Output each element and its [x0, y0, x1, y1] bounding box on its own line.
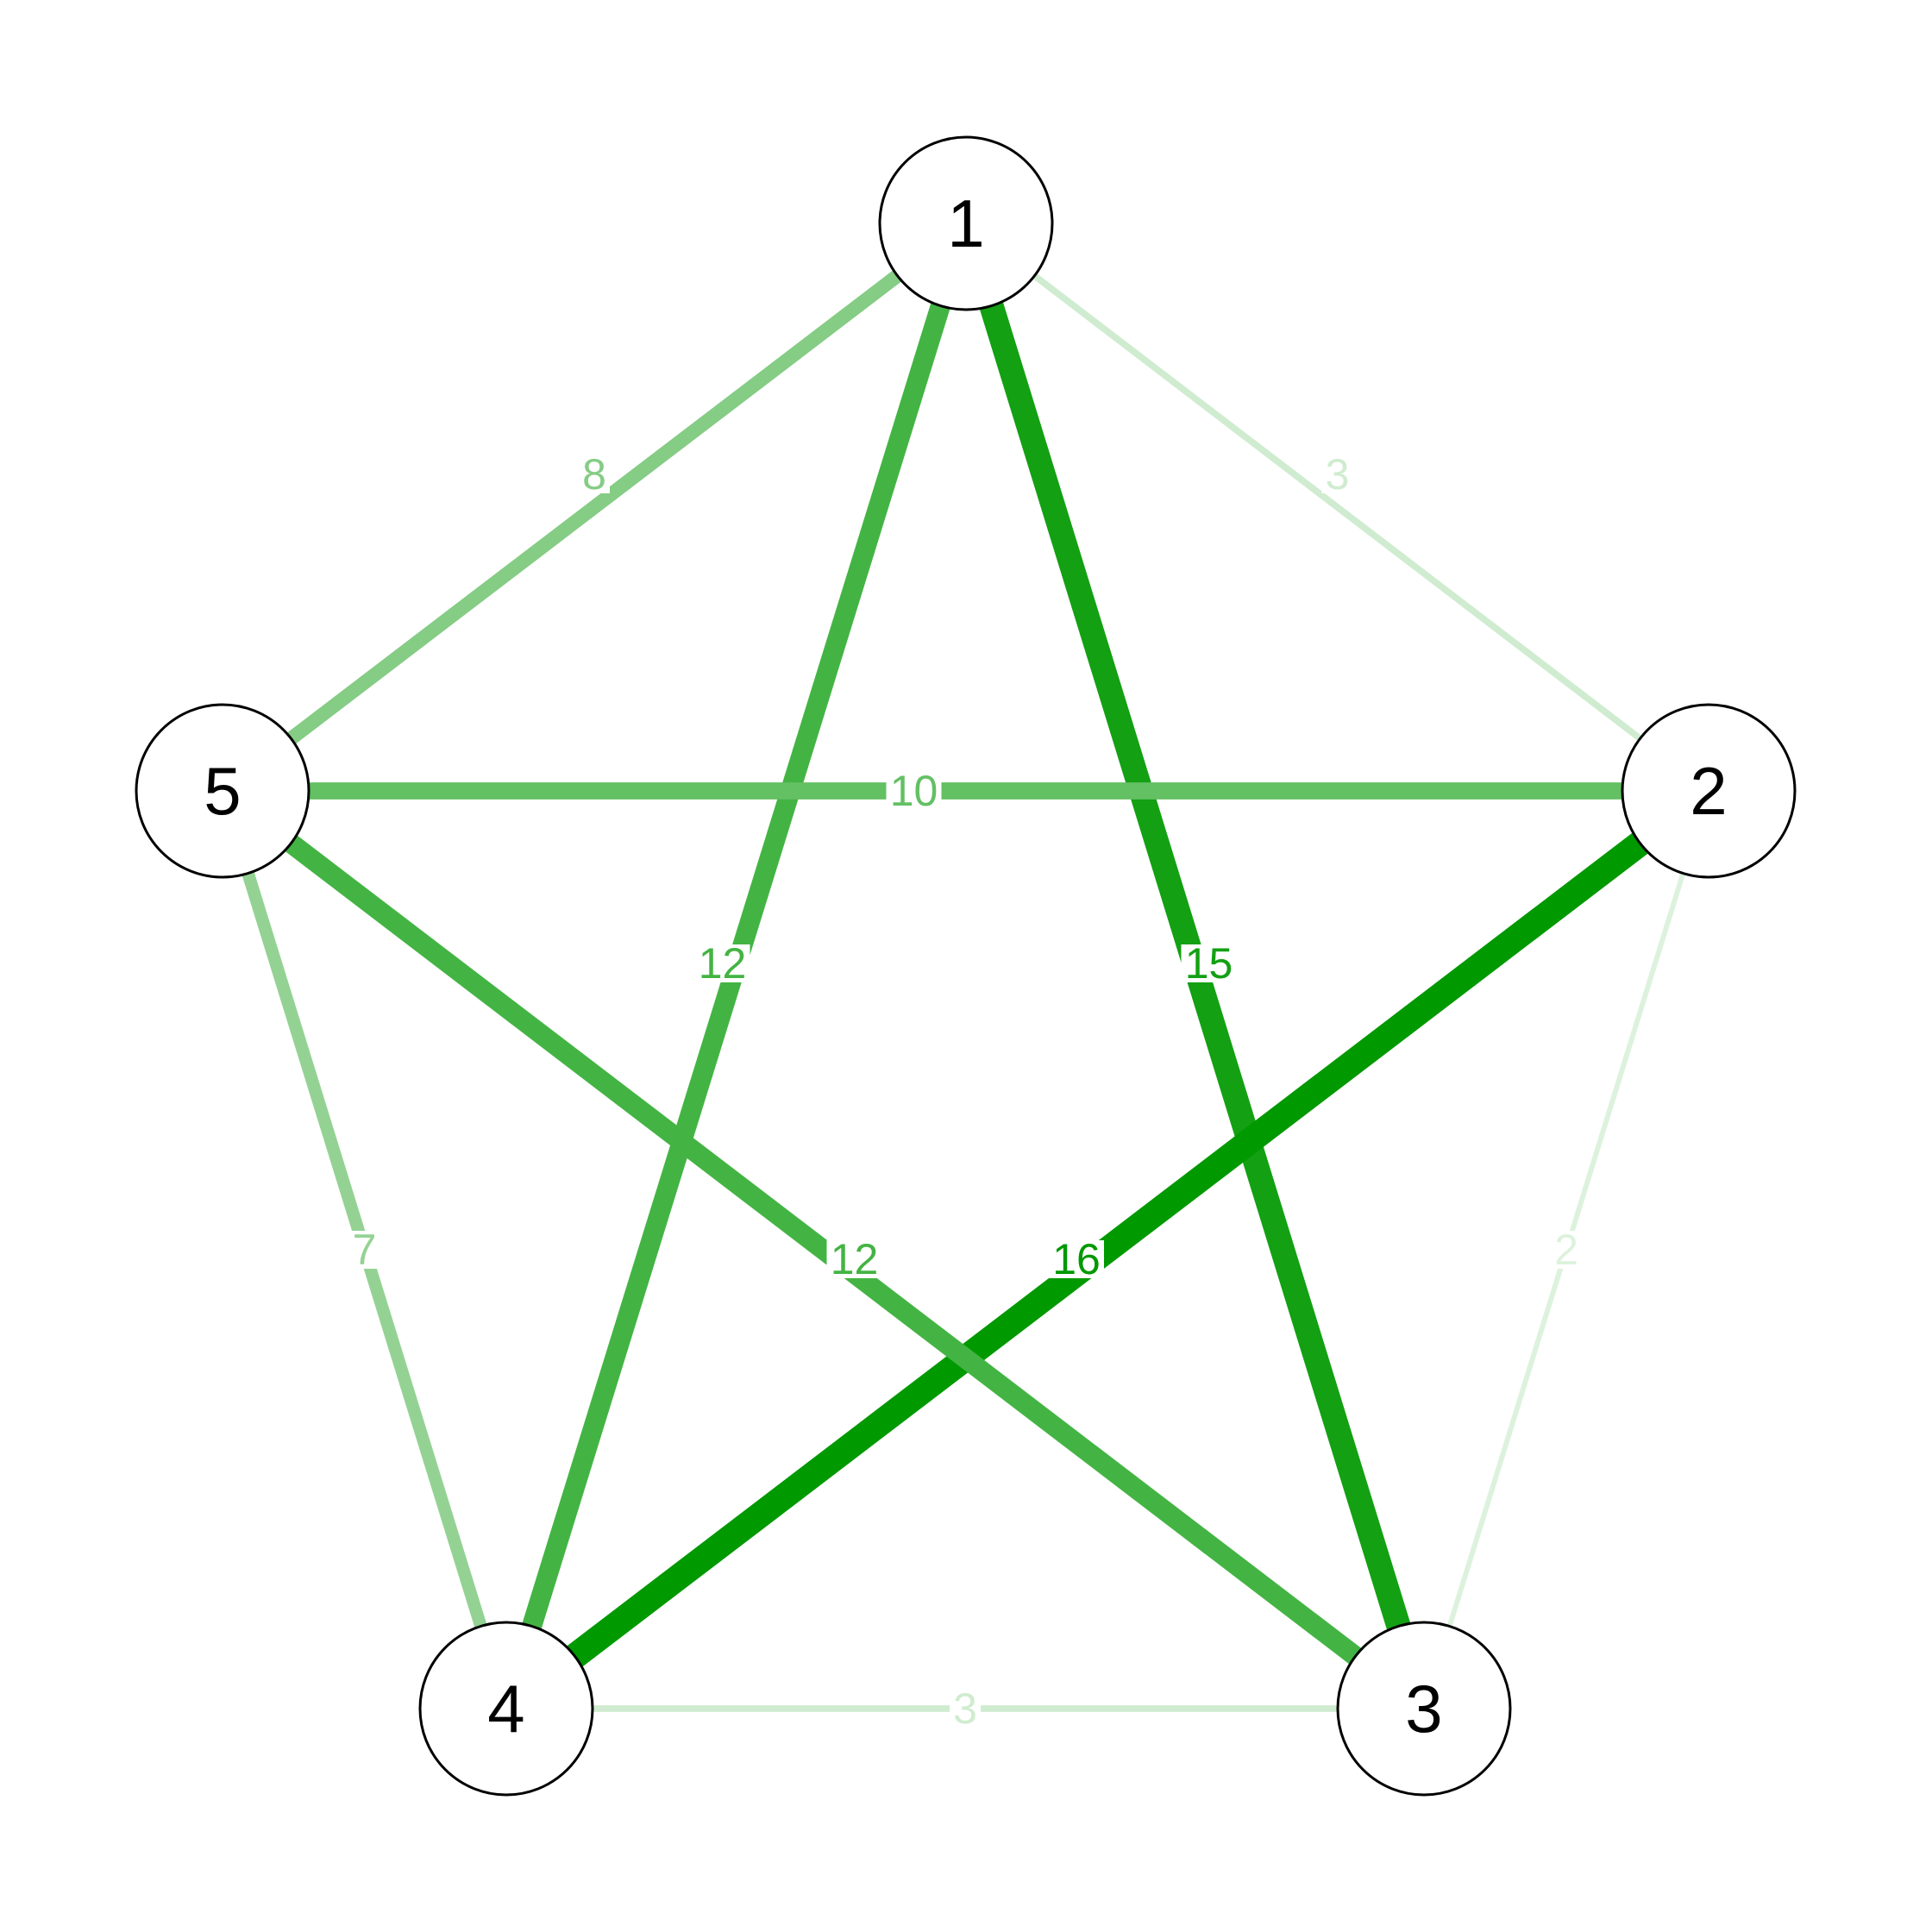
edge-weight-label: 15 [1185, 939, 1233, 988]
node-circle [1621, 703, 1797, 879]
node-label: 2 [1690, 753, 1727, 829]
node-label: 1 [947, 185, 984, 261]
edge-label-background [579, 455, 610, 493]
edge-label-background [886, 772, 942, 810]
edge-label-background [1321, 455, 1353, 493]
edge-1-5 [218, 217, 970, 797]
edge-weight-label: 16 [1052, 1235, 1101, 1283]
node-circle [1336, 1621, 1512, 1797]
edge-label-background [348, 1231, 380, 1269]
edge-label-background [1181, 944, 1237, 982]
edges [216, 217, 1717, 1719]
node-4: 4 [418, 1621, 594, 1797]
edge-weight-label: 12 [699, 939, 747, 988]
edge-label-background [950, 1690, 981, 1728]
edge-weight-label: 2 [1554, 1226, 1578, 1274]
edge-weight-label: 7 [353, 1226, 377, 1274]
node-circle [135, 703, 310, 879]
edge-weight-label: 3 [1326, 450, 1350, 499]
node-5: 5 [135, 703, 310, 879]
edge-label-background [694, 944, 750, 982]
edge-2-4 [498, 781, 1717, 1719]
node-label: 5 [204, 753, 241, 829]
node-circle [878, 135, 1054, 311]
edge-weight-label: 10 [890, 767, 938, 815]
edge-weight-label: 3 [953, 1684, 977, 1733]
edge-weight-label: 8 [582, 450, 606, 499]
node-1: 1 [878, 135, 1054, 311]
node-2: 2 [1621, 703, 1797, 879]
edge-label-background [1551, 1231, 1582, 1269]
node-3: 3 [1336, 1621, 1512, 1797]
node-label: 3 [1405, 1671, 1442, 1747]
edge-weight-label: 12 [831, 1235, 879, 1283]
node-circle [418, 1621, 594, 1797]
edge-labels: 3 15 12 8 2 16 10 3 12 7 [348, 450, 1582, 1733]
edge-label-background [826, 1240, 882, 1278]
node-label: 4 [487, 1671, 524, 1747]
edge-label-background [1049, 1240, 1104, 1278]
edge-3-5 [216, 782, 1431, 1717]
edge-1-2 [963, 220, 1711, 794]
